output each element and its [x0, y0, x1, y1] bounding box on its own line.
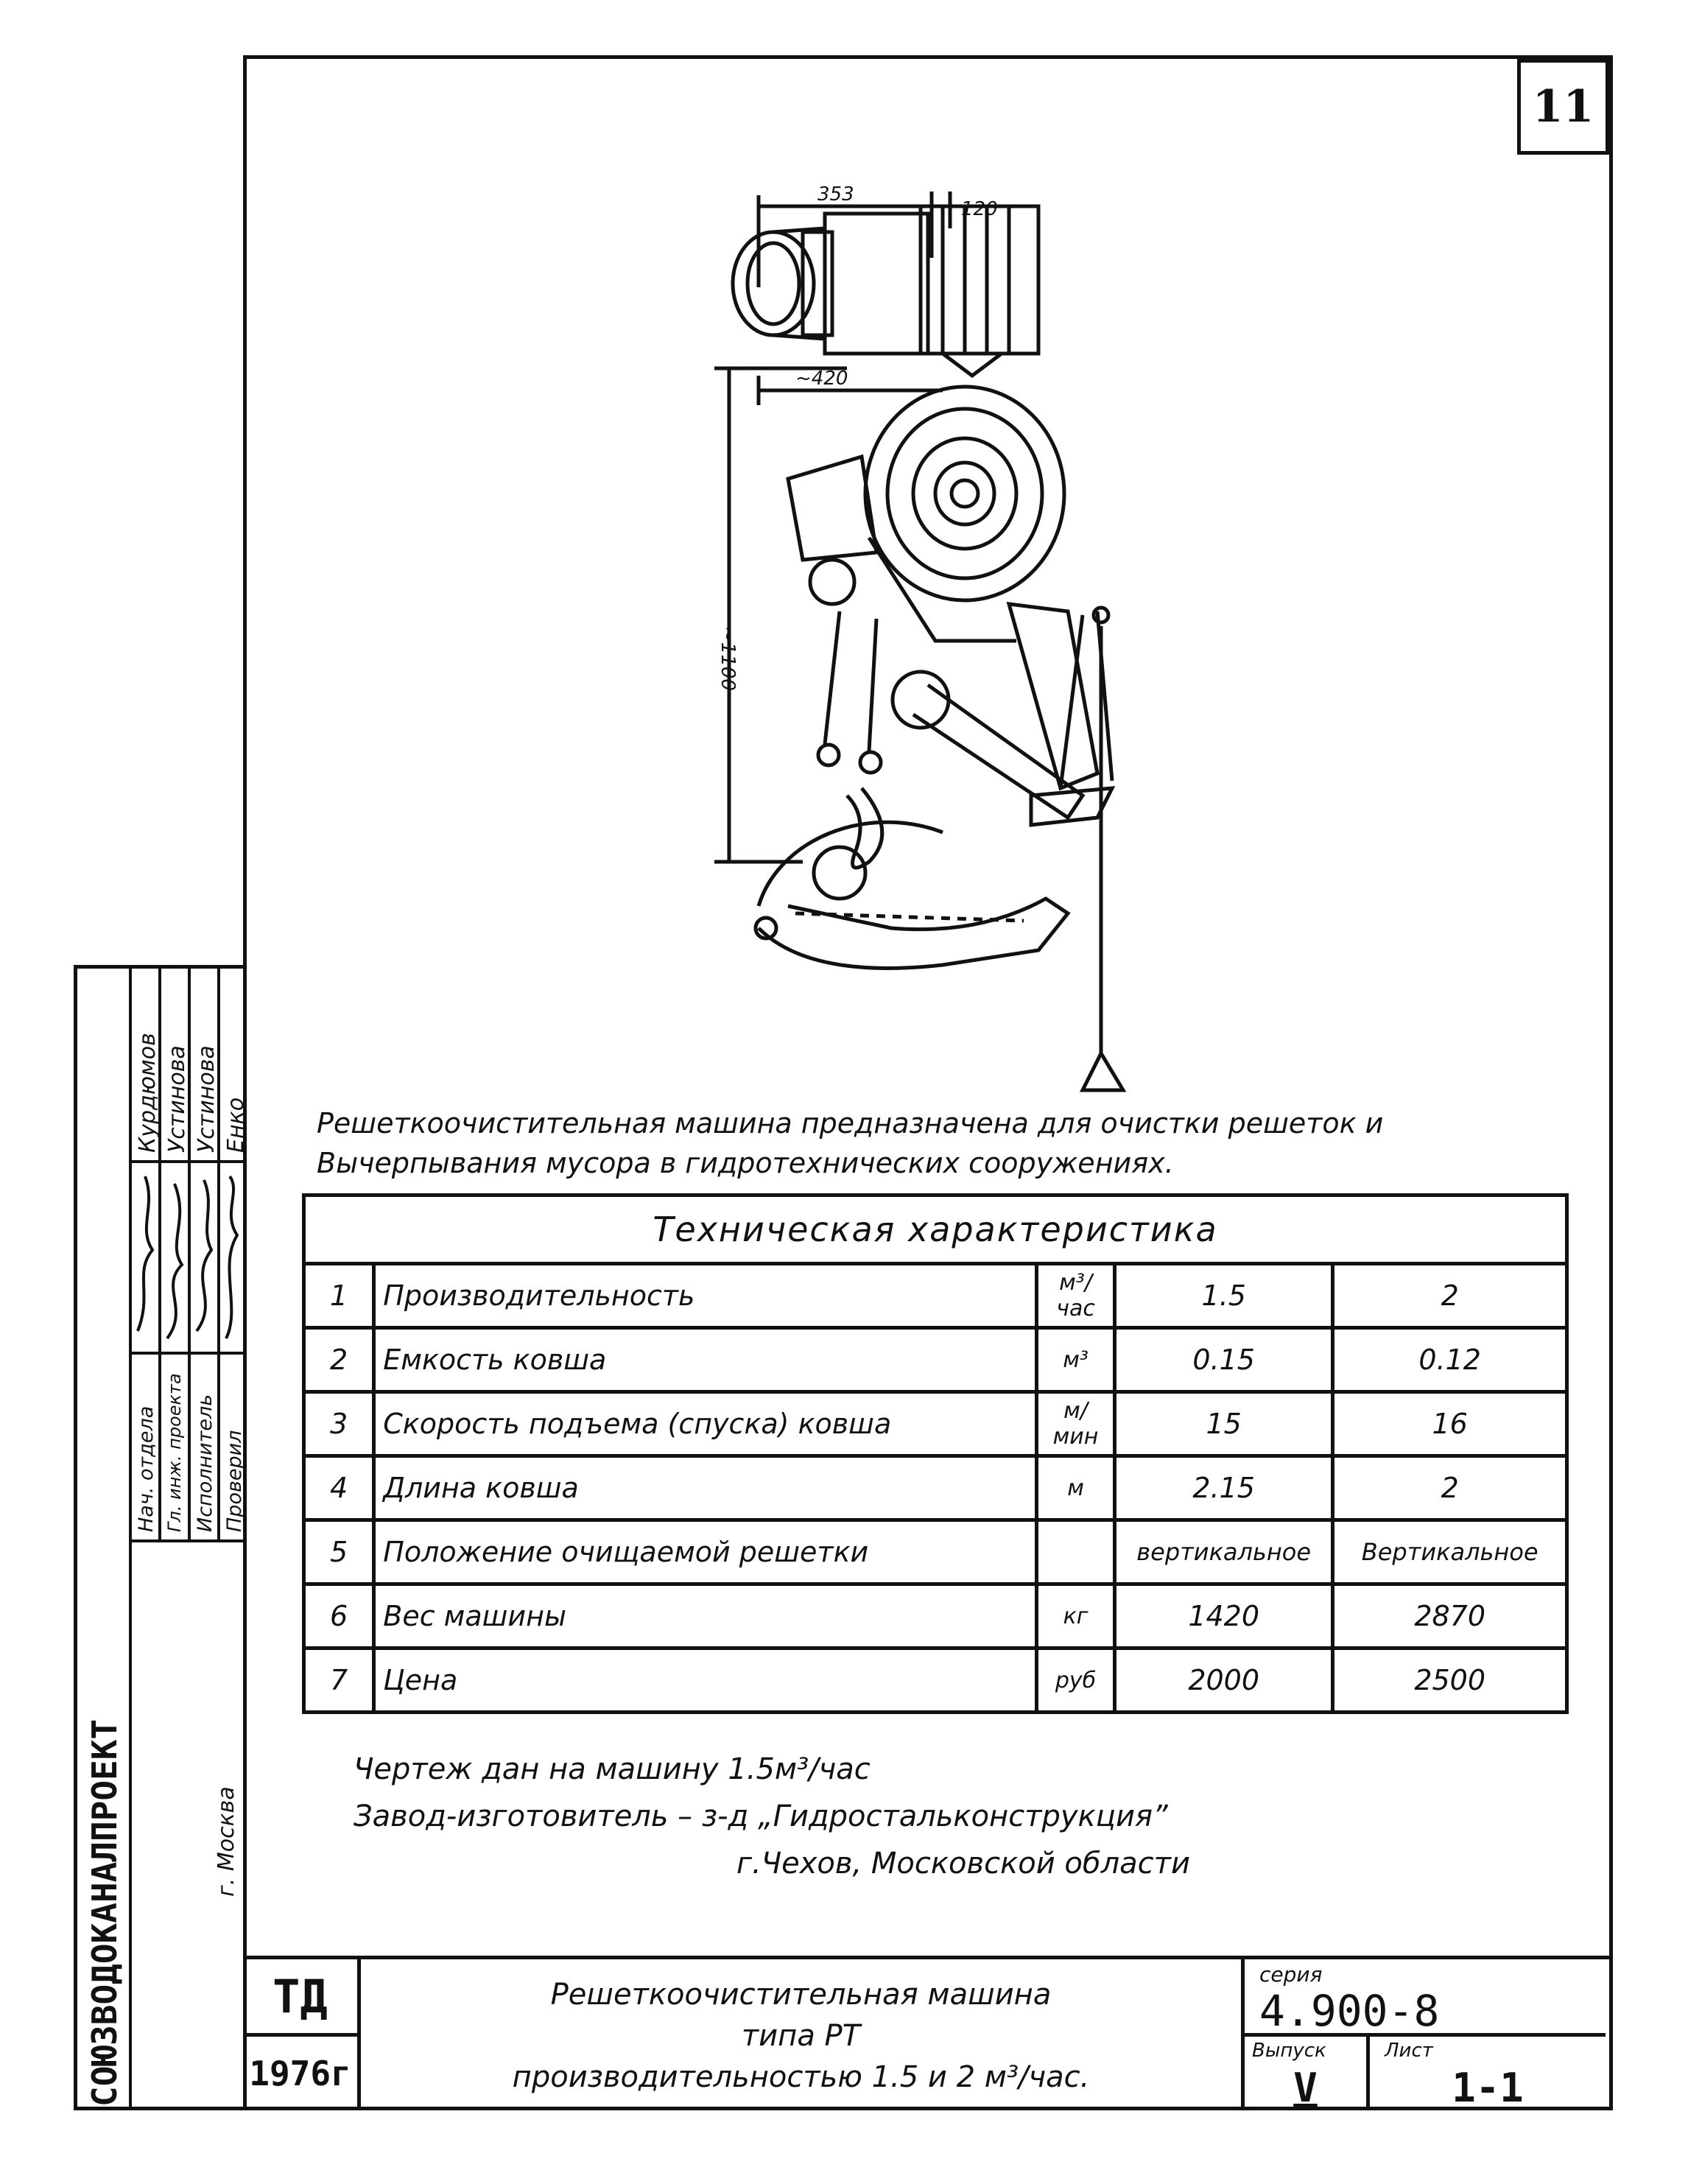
row-value-1: 2000	[1112, 1646, 1335, 1714]
spec-table: Техническая характеристика 1 Производите…	[301, 1193, 1569, 1714]
row-unit: кг	[1035, 1582, 1116, 1650]
row-number: 5	[301, 1518, 376, 1586]
name-4: Енко	[223, 1097, 249, 1153]
row-unit: руб	[1035, 1646, 1116, 1714]
org-name: СОЮЗВОДОКАНАЛПРОЕКТ	[85, 1718, 124, 2107]
series-label: серия	[1259, 1962, 1323, 1987]
year: 1976г	[249, 2054, 351, 2093]
dim-353: 353	[817, 183, 854, 206]
year-cell: 1976г	[243, 2037, 361, 2110]
row-unit: м³/час	[1035, 1262, 1116, 1330]
row-number: 7	[301, 1646, 376, 1714]
side-divider	[129, 969, 132, 2107]
code: ТД	[272, 1969, 328, 2023]
note-manufacturer: Завод-изготовитель – з-д „Гидростальконс…	[354, 1799, 1168, 1833]
table-row: 4 Длина ковша м 2.15 2	[301, 1454, 1569, 1522]
row-value-2: Вертикальное	[1331, 1518, 1569, 1586]
row-unit: м³	[1035, 1326, 1116, 1394]
row-value-1: 1.5	[1112, 1262, 1335, 1330]
side-stamp: СОЮЗВОДОКАНАЛПРОЕКТ г. Москва Нач. отдел…	[74, 965, 249, 2110]
row-value-2: 0.12	[1331, 1326, 1569, 1394]
row-name: Производительность	[372, 1262, 1039, 1330]
series: 4.900-8	[1259, 1986, 1440, 2036]
table-row: 3 Скорость подъема (спуска) ковша м/мин …	[301, 1390, 1569, 1458]
row-unit: м	[1035, 1454, 1116, 1522]
title-line-2: типа РТ	[741, 2019, 861, 2053]
row-number: 1	[301, 1262, 376, 1330]
city: г. Москва	[214, 1786, 239, 1897]
row-value-2: 2870	[1331, 1582, 1569, 1650]
role-chief-engineer: Гл. инж. проекта	[164, 1373, 185, 1532]
row-number: 3	[301, 1390, 376, 1458]
note-drawing: Чертеж дан на машину 1.5м³/час	[354, 1752, 871, 1786]
row-value-2: 2500	[1331, 1646, 1569, 1714]
title-block: ТД 1976г Решеткоочистительная машина тип…	[243, 1956, 1613, 2111]
row-name: Положение очищаемой решетки	[372, 1518, 1039, 1586]
row-name: Емкость ковша	[372, 1326, 1039, 1394]
row-number: 2	[301, 1326, 376, 1394]
row-value-2: 2	[1331, 1262, 1569, 1330]
title-line-1: Решеткоочистительная машина	[550, 1978, 1052, 2012]
title-cell: Решеткоочистительная машина типа РТ прои…	[361, 1959, 1245, 2110]
series-cell: серия 4.900-8	[1245, 1959, 1606, 2037]
row-value-2: 2	[1331, 1454, 1569, 1522]
row-value-1: 15	[1112, 1390, 1335, 1458]
row-name: Длина ковша	[372, 1454, 1039, 1522]
table-row: 2 Емкость ковша м³ 0.15 0.12	[301, 1326, 1569, 1394]
notes: Чертеж дан на машину 1.5м³/час Завод-изг…	[354, 1746, 1190, 1887]
row-value-1: вертикальное	[1112, 1518, 1335, 1586]
description-line-1: Решеткоочистительная машина предназначен…	[317, 1107, 1384, 1140]
code-cell: ТД	[243, 1959, 361, 2037]
description: Решеткоочистительная машина предназначен…	[317, 1103, 1532, 1183]
signatures	[136, 1175, 239, 1340]
row-name: Скорость подъема (спуска) ковша	[372, 1390, 1039, 1458]
machine-drawing: 353 120 ~420 ~1100	[714, 183, 1127, 1092]
row-unit: м/мин	[1035, 1390, 1116, 1458]
role-checker: Проверил	[223, 1430, 246, 1532]
dim-120: 120	[961, 198, 998, 220]
issue: V	[1293, 2065, 1318, 2111]
spec-table-header: Техническая характеристика	[302, 1193, 1569, 1265]
sheet-label: Лист	[1385, 2040, 1433, 2062]
dim-420: ~420	[795, 368, 848, 390]
dim-1100: ~1100	[717, 626, 739, 691]
sheet: 1-1	[1452, 2065, 1524, 2111]
side-divider	[158, 969, 161, 1539]
issue-cell: Выпуск V	[1245, 2037, 1370, 2111]
title-line-3: производительностью 1.5 и 2 м³/час.	[512, 2060, 1090, 2094]
table-row: 1 Производительность м³/час 1.5 2	[301, 1262, 1569, 1330]
table-row: 6 Вес машины кг 1420 2870	[301, 1582, 1569, 1650]
side-divider	[129, 1539, 243, 1542]
issue-label: Выпуск	[1252, 2040, 1326, 2062]
row-value-2: 16	[1331, 1390, 1569, 1458]
row-name: Цена	[372, 1646, 1039, 1714]
table-row: 7 Цена руб 2000 2500	[301, 1646, 1569, 1714]
row-value-1: 1420	[1112, 1582, 1335, 1650]
side-divider	[217, 969, 220, 1539]
name-3: Устинова	[194, 1045, 219, 1153]
note-location: г.Чехов, Московской области	[736, 1847, 1190, 1881]
sheet-cell: Лист 1-1	[1370, 2037, 1606, 2111]
role-head-of-dept: Нач. отдела	[135, 1405, 158, 1532]
name-2: Устинова	[164, 1045, 190, 1153]
role-executor: Исполнитель	[194, 1394, 217, 1532]
row-number: 6	[301, 1582, 376, 1650]
side-divider	[129, 1160, 243, 1163]
row-name: Вес машины	[372, 1582, 1039, 1650]
side-divider	[129, 1352, 243, 1355]
drawing-frame	[243, 55, 1613, 2110]
row-number: 4	[301, 1454, 376, 1522]
row-value-1: 2.15	[1112, 1454, 1335, 1522]
name-1: Курдюмов	[135, 1033, 161, 1153]
description-line-2: Вычерпывания мусора в гидротехнических с…	[317, 1147, 1174, 1179]
side-divider	[188, 969, 191, 1539]
row-value-1: 0.15	[1112, 1326, 1335, 1394]
sheet-number: 11	[1517, 59, 1609, 155]
table-row: 5 Положение очищаемой решетки вертикальн…	[301, 1518, 1569, 1586]
spec-table-title: Техническая характеристика	[302, 1193, 1569, 1265]
row-unit	[1035, 1518, 1116, 1586]
